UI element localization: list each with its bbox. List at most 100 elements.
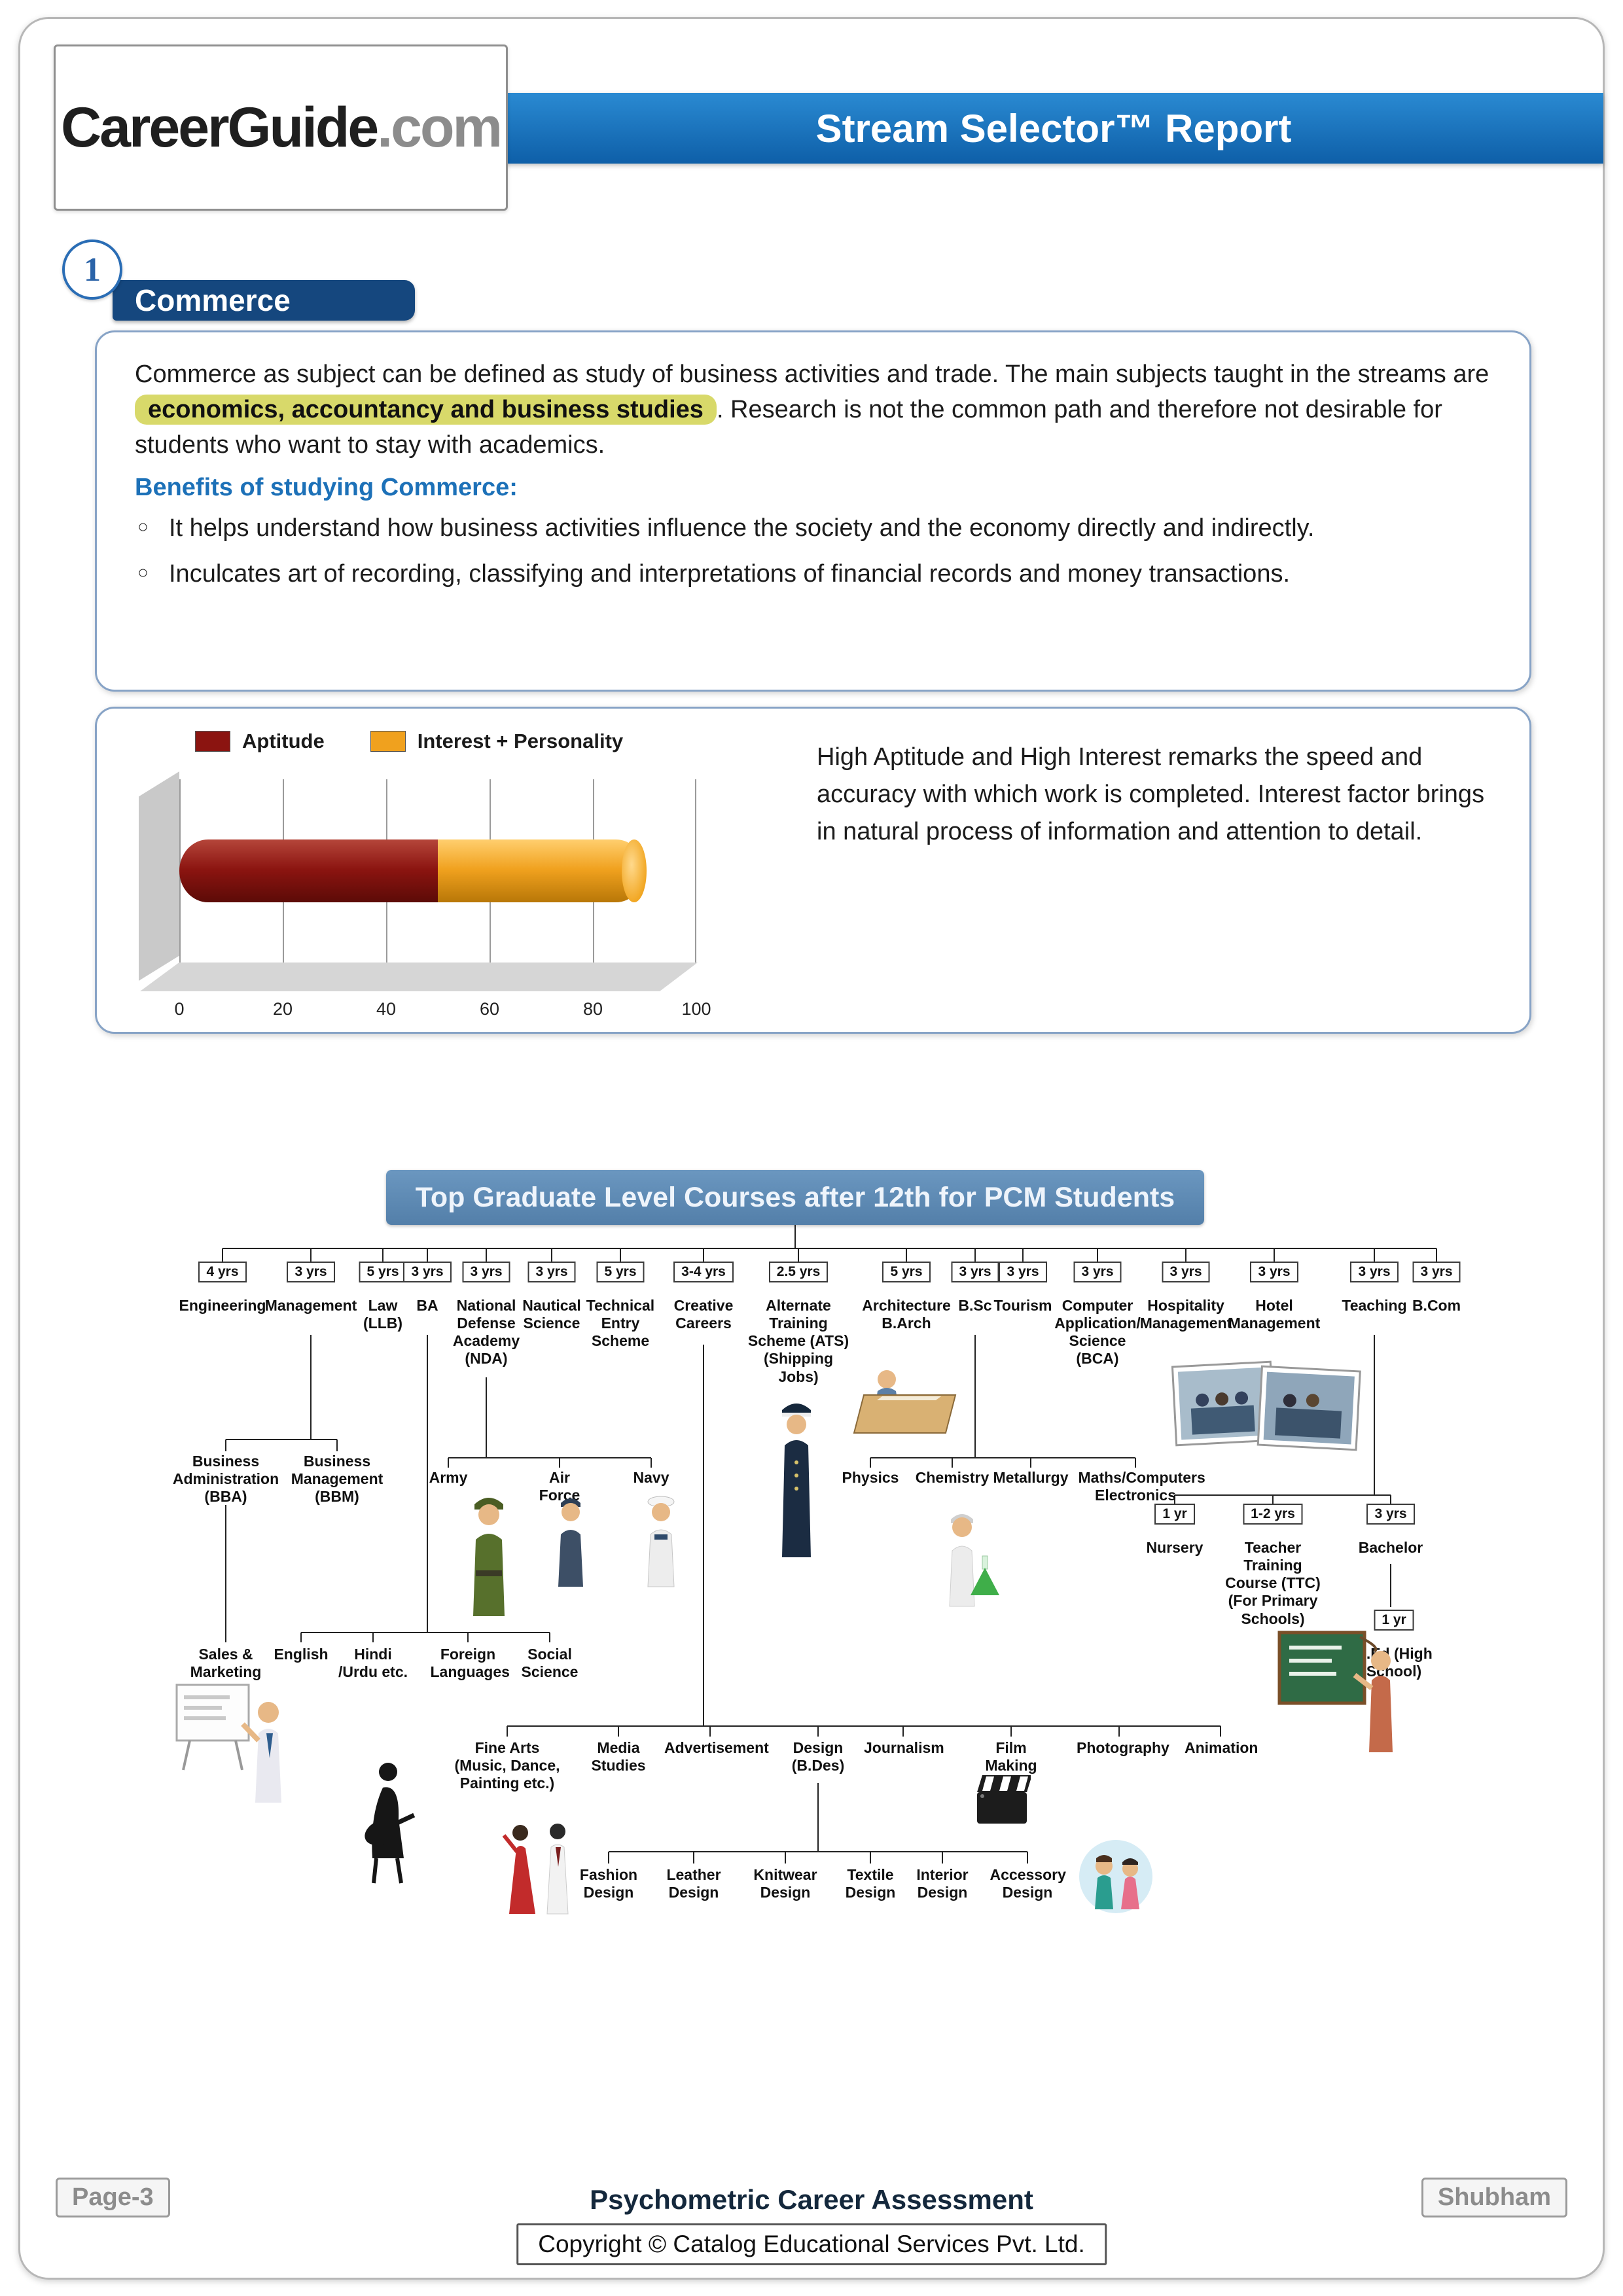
- duration-badge: 5 yrs: [882, 1262, 931, 1282]
- chart-analysis-note: High Aptitude and High Interest remarks …: [817, 743, 1485, 845]
- duration-badge: 3 yrs: [527, 1262, 576, 1282]
- course-label: Engineering: [179, 1297, 266, 1314]
- course-label: Bachelor: [1358, 1539, 1423, 1556]
- interest-swatch-icon: [370, 731, 406, 752]
- scientist-illustration: [926, 1505, 1011, 1610]
- x-tick: 100: [681, 999, 711, 1019]
- interest-bar: [438, 839, 645, 902]
- duration-badge: 1 yr: [1374, 1610, 1414, 1631]
- air-force-pilot-illustration: [540, 1489, 602, 1590]
- course-node-foreign-languages: Foreign Languages: [430, 1646, 510, 1681]
- x-tick: 0: [174, 999, 185, 1019]
- duration-badge: 4 yrs: [198, 1262, 247, 1282]
- presenter-whiteboard-illustration: [173, 1678, 291, 1806]
- duration-badge: 3-4 yrs: [673, 1262, 734, 1282]
- duration-badge: 1 yr: [1154, 1504, 1195, 1525]
- duration-badge: 3 yrs: [462, 1262, 510, 1282]
- children-illustration: [1077, 1832, 1155, 1920]
- user-name-badge: Shubham: [1421, 2178, 1567, 2217]
- section-title-bar: Commerce: [113, 280, 415, 321]
- course-node-hindi-urdu: Hindi /Urdu etc.: [338, 1646, 408, 1681]
- course-label: Management: [264, 1297, 357, 1314]
- duration-badge: 3 yrs: [1162, 1262, 1210, 1282]
- course-node-navy: Navy: [633, 1469, 669, 1486]
- duration-badge: 3 yrs: [951, 1262, 999, 1282]
- course-node-interior-design: Interior Design: [916, 1866, 969, 1901]
- soldier-illustration: [455, 1489, 524, 1619]
- courses-flowchart: Top Graduate Level Courses after 12th fo…: [108, 1139, 1515, 2159]
- course-node-physics: Physics: [842, 1469, 899, 1486]
- course-label: B.Sc: [958, 1297, 992, 1314]
- course-node-bba: Business Administration (BBA): [172, 1453, 279, 1506]
- aptitude-swatch-icon: [195, 731, 230, 752]
- course-node-textile-design: Textile Design: [845, 1866, 896, 1901]
- page-number-badge: Page-3: [56, 2178, 170, 2217]
- course-node-photography: Photography: [1077, 1739, 1169, 1756]
- course-label: Law (LLB): [363, 1297, 403, 1332]
- benefits-list: It helps understand how business activit…: [135, 511, 1491, 592]
- chart-plot-area: [179, 779, 696, 963]
- benefit-item: Inculcates art of recording, classifying…: [135, 557, 1491, 592]
- course-node-accessory-design: Accessory Design: [990, 1866, 1066, 1901]
- careerguide-logo: CareerGuide.com: [54, 44, 508, 211]
- duration-badge: 5 yrs: [359, 1262, 407, 1282]
- intro-paragraph: Commerce as subject can be defined as st…: [135, 357, 1491, 463]
- flowchart-title-bar: Top Graduate Level Courses after 12th fo…: [386, 1170, 1204, 1225]
- chart-back-wall: [139, 771, 179, 981]
- chart-legend: Aptitude Interest + Personality: [195, 730, 623, 753]
- course-node-fashion-design: Fashion Design: [579, 1866, 638, 1901]
- legend-item-interest: Interest + Personality: [370, 730, 623, 753]
- course-label: Teacher Training Course (TTC) (For Prima…: [1225, 1539, 1321, 1627]
- course-label: Tourism: [993, 1297, 1052, 1314]
- course-node-fine-arts: Fine Arts (Music, Dance, Painting etc.): [454, 1739, 560, 1792]
- footer-title: Psychometric Career Assessment: [590, 2184, 1033, 2215]
- course-column-nursery: 1 yr Nursery: [1139, 1504, 1211, 1557]
- course-node-chemistry: Chemistry: [915, 1469, 990, 1486]
- duration-badge: 3 yrs: [999, 1262, 1047, 1282]
- commerce-intro-card: Commerce as subject can be defined as st…: [95, 330, 1531, 692]
- course-node-army: Army: [429, 1469, 468, 1486]
- x-tick: 20: [272, 999, 293, 1019]
- duration-badge: 3 yrs: [1350, 1262, 1399, 1282]
- course-label: National Defense Academy (NDA): [452, 1297, 520, 1368]
- logo-text: CareerGuide.com: [61, 96, 503, 160]
- course-node-journalism: Journalism: [864, 1739, 944, 1756]
- course-label: Teaching: [1342, 1297, 1407, 1314]
- course-node-animation: Animation: [1185, 1739, 1258, 1756]
- section-title: Commerce: [135, 283, 291, 317]
- logo-brand-suffix: .com: [377, 96, 503, 159]
- course-label: Nautical Science: [522, 1297, 581, 1332]
- course-node-media-studies: Media Studies: [591, 1739, 646, 1775]
- course-label: Nursery: [1146, 1539, 1204, 1556]
- navy-officer-illustration: [762, 1390, 831, 1561]
- score-chart-card: Aptitude Interest + Personality 0 20 40 …: [95, 707, 1531, 1034]
- course-node-leather-design: Leather Design: [666, 1866, 721, 1901]
- bar-end-cap: [622, 839, 647, 902]
- course-node-sales-marketing: Sales & Marketing: [190, 1646, 262, 1681]
- aptitude-bar: [179, 839, 438, 902]
- legend-label: Interest + Personality: [417, 730, 624, 752]
- intro-after: . Research is not the common path and th…: [135, 395, 1442, 459]
- legend-label: Aptitude: [242, 730, 325, 752]
- page-frame: [18, 17, 1605, 2280]
- business-meeting-photos: [1171, 1354, 1361, 1462]
- course-node-film-making: Film Making: [985, 1739, 1037, 1775]
- duration-badge: 3 yrs: [1250, 1262, 1298, 1282]
- legend-item-aptitude: Aptitude: [195, 730, 325, 753]
- course-node-metallurgy: Metallurgy: [993, 1469, 1069, 1486]
